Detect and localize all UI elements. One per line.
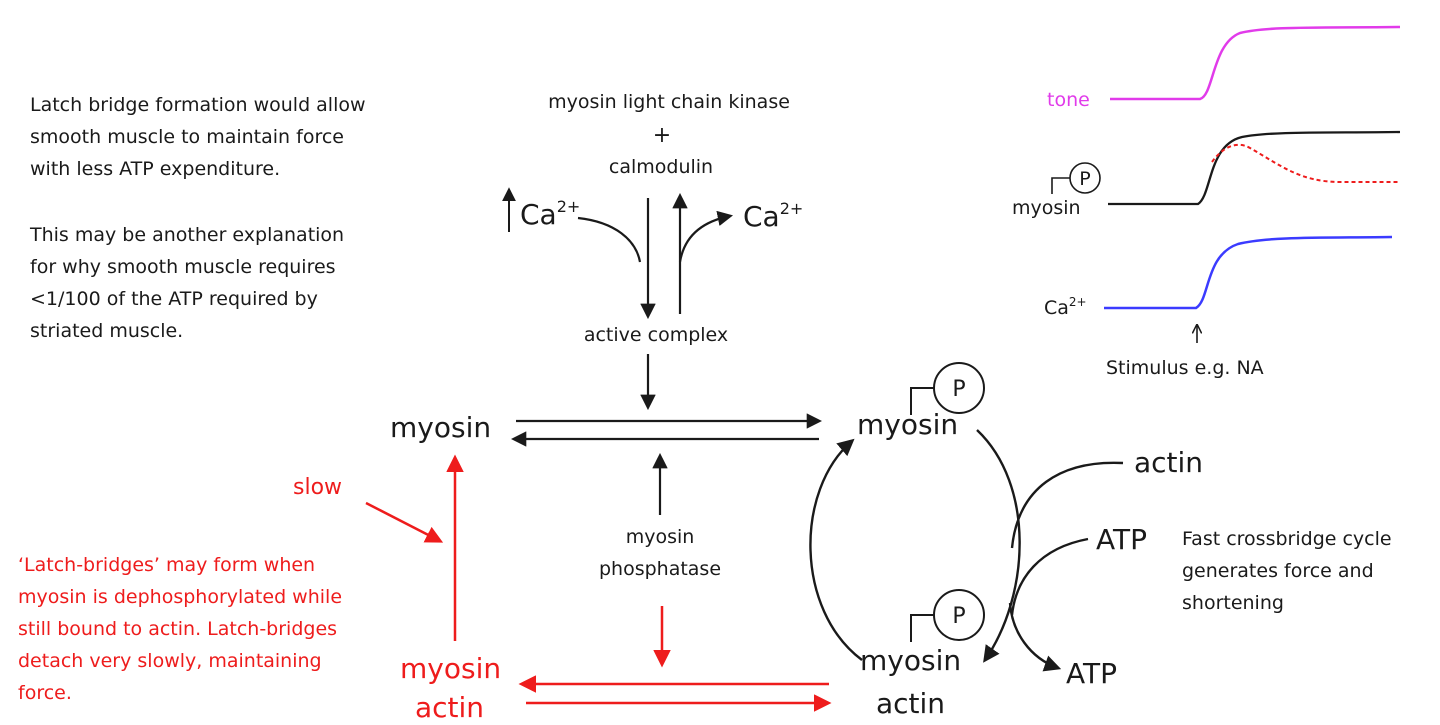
myosin-p-actin-label-2: actin — [876, 687, 945, 720]
atp-binding-curve — [1010, 537, 1089, 616]
cycle-right-curve — [976, 429, 1021, 663]
ca-out-sup: 2+ — [780, 199, 804, 218]
fast-cycle-line-3: shortening — [1182, 592, 1284, 614]
myosin-trace-decay — [1211, 143, 1400, 183]
myosin-trace-label: myosin — [1012, 197, 1081, 219]
calmodulin-label: calmodulin — [609, 156, 713, 178]
atp-note-line-2: for why smooth muscle requires — [30, 256, 336, 278]
latch-bridges-line-4: detach very slowly, maintaining — [18, 650, 322, 672]
myosin-p-label: myosin — [857, 408, 958, 441]
latch-note-line-1: Latch bridge formation would allow — [30, 94, 366, 116]
slow-arrow — [365, 501, 444, 543]
ca-in-label: Ca2+ — [520, 197, 580, 231]
ca-in-text: Ca — [520, 198, 557, 231]
phosphatase-label-1: myosin — [626, 526, 695, 548]
ca-trace-sup: 2+ — [1069, 295, 1087, 309]
phosphate-tag-bracket-2 — [910, 614, 934, 642]
myosin-trace — [1108, 130, 1401, 206]
ca-out-label: Ca2+ — [743, 199, 803, 233]
myosin-p-trace-circle — [1069, 162, 1101, 194]
ca-out-curve — [678, 210, 734, 263]
myosin-p-tag — [1051, 177, 1070, 194]
plus-sign: + — [653, 123, 671, 148]
latch-myosin-label: myosin — [400, 652, 501, 685]
latch-actin-label: actin — [415, 691, 484, 724]
actin-free-label: actin — [1134, 446, 1203, 479]
atp-out-label: ATP — [1066, 657, 1117, 690]
fast-cycle-line-2: generates force and — [1182, 560, 1374, 582]
latch-bridges-line-5: force. — [18, 682, 72, 704]
atp-release-curve — [1008, 602, 1062, 672]
active-complex-label: active complex — [584, 324, 728, 346]
ca-in-curve — [577, 216, 642, 263]
tone-trace — [1110, 25, 1401, 101]
atp-note-line-1: This may be another explanation — [29, 224, 344, 246]
latch-note-line-3: with less ATP expenditure. — [30, 158, 280, 180]
latch-bridges-line-3: still bound to actin. Latch-bridges — [18, 618, 337, 640]
atp-note-line-3: <1/100 of the ATP required by — [30, 288, 318, 310]
fast-cycle-line-1: Fast crossbridge cycle — [1182, 528, 1392, 550]
cycle-left-curve — [809, 438, 863, 661]
ca-trace — [1104, 235, 1393, 310]
myosin-p-actin-label-1: myosin — [860, 644, 961, 677]
mlck-label: myosin light chain kinase — [548, 91, 790, 113]
ca-out-text: Ca — [743, 200, 780, 233]
myosin-p-trace-circle-label: P — [1079, 168, 1090, 190]
latch-bridges-line-1: ‘Latch-bridges’ may form when — [18, 554, 315, 576]
stimulus-label: Stimulus e.g. NA — [1106, 357, 1264, 379]
phosphate-circle — [933, 362, 985, 414]
tone-trace-label: tone — [1047, 89, 1090, 111]
ca-in-sup: 2+ — [557, 197, 581, 216]
myosin-label: myosin — [390, 411, 491, 444]
latch-note-line-2: smooth muscle to maintain force — [30, 126, 344, 148]
actin-binding-curve — [1010, 461, 1124, 549]
phosphate-circle-2 — [933, 589, 985, 641]
phosphatase-label-2: phosphatase — [599, 558, 721, 580]
latch-bridges-line-2: myosin is dephosphorylated while — [18, 586, 342, 608]
slow-label: slow — [293, 475, 342, 500]
phosphate-tag-bracket — [910, 387, 934, 415]
ca-trace-label: Ca2+ — [1044, 295, 1087, 319]
ca-trace-text: Ca — [1044, 297, 1069, 319]
atp-note-line-4: striated muscle. — [30, 320, 183, 342]
phosphate-label-2: P — [952, 604, 965, 629]
atp-in-label: ATP — [1096, 523, 1147, 556]
phosphate-label: P — [952, 377, 965, 402]
